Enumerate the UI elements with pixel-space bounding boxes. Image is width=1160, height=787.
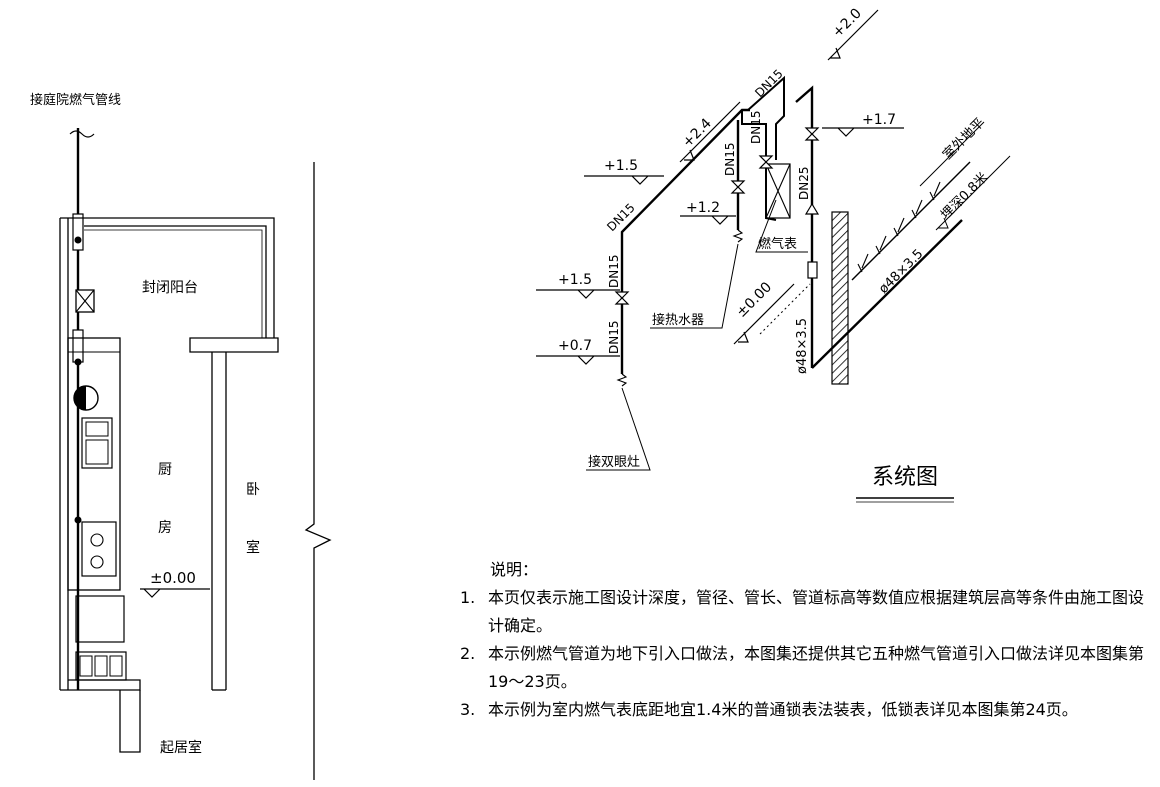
bottom-wall [60,679,141,691]
gas-valve-node-2 [74,358,82,366]
elev-marker-0-7: +0.7 [536,338,620,365]
burial-depth-label: 埋深0.8米 [938,170,991,223]
valve-heater [730,180,746,194]
wall-hatch [831,211,849,385]
svg-text:+1.7: +1.7 [862,112,896,128]
dn25: DN25 [797,167,811,201]
valve-main [804,127,820,141]
bedroom-label-2: 室 [246,539,260,556]
living-room-label: 起居室 [160,739,202,756]
dn15-lower-b: DN15 [607,321,621,355]
bedroom-label-1: 卧 [246,482,260,498]
pipe-sleeve-mid [72,329,84,363]
dn15-mid: DN15 [723,143,737,177]
system-diagram: +2.0 +2.4 +1.7 +1.5 +1.2 +1.5 +0.7 ±0.0 [536,5,1011,503]
dn15-lower-a: DN15 [607,255,621,289]
gas-meter-box [765,163,791,219]
dn15-inner: DN15 [749,111,763,145]
floor-level: ±0.00 [150,569,196,587]
note-item-1: 1. 本页仅表示施工图设计深度，管径、管长、管道标高等数值应根据建筑层高等条件由… [460,584,1150,640]
elev-marker-2-0: +2.0 [827,5,879,61]
system-title: 系统图 [872,465,938,490]
dn15-top: DN15 [752,67,786,101]
pipe-sleeve-wall [807,261,818,279]
ground-dash [759,283,811,335]
elev-marker-1-5-lower: +1.5 [536,272,620,299]
valve-stove [614,291,630,305]
bedroom-wall [189,337,279,353]
leader-water-heater [650,243,739,329]
svg-text:+1.5: +1.5 [558,272,592,288]
note-text: 本示例为室内燃气表底距地宜1.4米的普通锁表法装表，低锁表详见本图集第24页。 [488,700,1078,719]
double-stove-label: 接双眼灶 [588,454,640,470]
notes-block: 说明： 1. 本页仅表示施工图设计深度，管径、管长、管道标高等数值应根据建筑层高… [460,556,1150,724]
note-number: 2. [460,644,476,663]
note-item-3: 3. 本示例为室内燃气表底距地宜1.4米的普通锁表法装表，低锁表详见本图集第24… [460,696,1150,724]
balcony-wall-mid [84,229,263,338]
gas-meter-label: 燃气表 [758,236,797,252]
balcony-wall-outer [60,217,275,338]
note-number: 1. [460,588,476,607]
gas-valve-node [74,236,82,244]
svg-text:+1.5: +1.5 [604,158,638,174]
elev-marker-1-7: +1.7 [822,112,904,137]
elev-marker-0-00: ±0.00 [734,279,795,345]
note-text: 本示例燃气管道为地下引入口做法，本图集还提供其它五种燃气管道引入口做法详见本图集… [488,644,1145,691]
sink [81,417,113,469]
note-item-2: 2. 本示例燃气管道为地下引入口做法，本图集还提供其它五种燃气管道引入口做法详见… [460,640,1150,696]
dn15-diag: DN15 [604,201,638,235]
leader-double-stove [586,387,651,471]
hose-stove [616,373,628,387]
right-wall-break [304,162,332,780]
outdoor-grade-label: 室外地平 [940,115,988,163]
pipe-spec-vert: ø48×3.5 [795,318,810,374]
kitchen-label-2: 房 [158,520,172,536]
floor-plan: 接庭院燃气管线 [30,92,332,780]
svg-text:±0.00: ±0.00 [734,279,776,321]
flow-arrow [804,202,820,215]
level-marker [140,588,210,598]
balcony-wall-inner [84,225,267,338]
double-stove [81,521,117,577]
notes-heading: 说明： [490,560,539,579]
soil-marks [857,181,941,273]
gas-valve-node-3 [74,516,82,524]
note-text: 本页仅表示施工图设计深度，管径、管长、管道标高等数值应根据建筑层高等条件由施工图… [488,588,1145,635]
leader-gas-meter [755,199,808,253]
garden-pipe-label: 接庭院燃气管线 [30,92,121,108]
valve-meter [758,155,774,169]
hose-heater [732,229,744,243]
ground-line [851,161,971,281]
balcony-label: 封闭阳台 [142,280,198,296]
elev-marker-1-5-upper: +1.5 [584,158,664,185]
svg-text:+0.7: +0.7 [558,338,592,354]
wall-stub [119,690,141,753]
elev-marker-1-2: +1.2 [680,200,736,225]
pipe-spec-diag: ø48×3.5 [876,247,926,297]
kitchen-label-1: 厨 [158,462,172,478]
note-number: 3. [460,700,476,719]
break-mark [69,130,95,138]
pipe-sleeve-top [72,213,84,251]
water-heater-label: 接热水器 [652,312,704,328]
svg-text:+2.0: +2.0 [830,5,865,40]
kitchen-counter [67,337,121,591]
cabinet [75,595,125,643]
svg-text:+1.2: +1.2 [686,200,720,216]
